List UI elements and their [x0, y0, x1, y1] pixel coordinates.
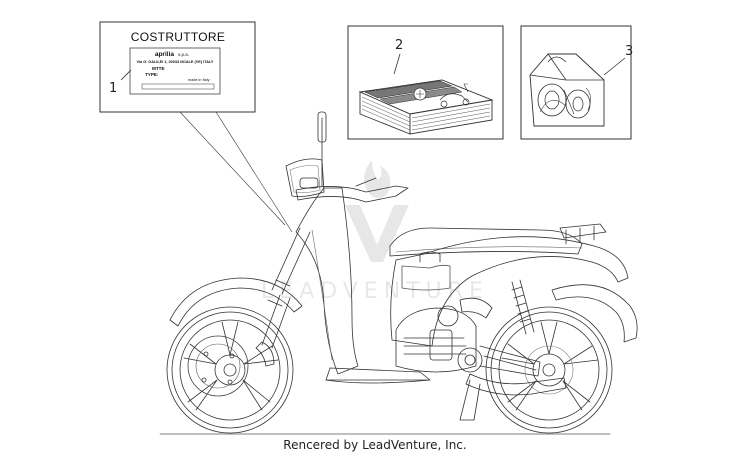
rear-wheel: [485, 306, 613, 434]
rear-shock: [511, 279, 535, 335]
manual-book-icon: [358, 79, 494, 135]
scooter-illustration: [159, 111, 638, 435]
label-plate-made-in: made in Italy: [188, 78, 210, 82]
label-plate-field-2: TYPE:: [145, 72, 159, 77]
footboard: [325, 367, 431, 381]
tool-kit-box: 3: [520, 25, 633, 140]
engine-assembly: [395, 297, 541, 377]
callout-1: 1: [109, 81, 117, 96]
label-plate-box: COSTRUTTORE aprilia s.p.a. Via G. GALILE…: [99, 21, 293, 233]
label-plate-brand-suffix: s.p.a.: [178, 52, 189, 57]
rear-fender: [551, 284, 638, 343]
label-plate-brand: aprilia: [155, 51, 175, 58]
seat: [389, 227, 583, 257]
label-plate-title: COSTRUTTORE: [131, 30, 225, 44]
label-plate-address: Via G. GALILEI 1, 30033 NOALE (VE) ITALY: [137, 60, 214, 64]
watermark-text: LEADVENTURE: [261, 279, 489, 304]
callout-3: 3: [625, 44, 633, 59]
callout-3-leader: [603, 57, 626, 76]
owners-manual-box: 2: [347, 25, 504, 140]
callout-1-leader: [120, 69, 132, 81]
headlight-fairing: [285, 158, 325, 197]
handlebar: [295, 185, 409, 203]
watermark-logo: LEADVENTURE: [261, 160, 489, 304]
front-fork: [261, 227, 311, 349]
tool-kit-bag-icon: [529, 53, 605, 127]
footer-credit: Rencered by LeadVenture, Inc.: [283, 438, 467, 452]
front-fender: [169, 277, 303, 327]
callout-2-leader: [393, 53, 401, 75]
label-plate-field-1: MTTE: [152, 66, 165, 71]
callout-2: 2: [395, 38, 403, 53]
front-wheel: [166, 306, 294, 434]
exhaust: [465, 373, 567, 396]
